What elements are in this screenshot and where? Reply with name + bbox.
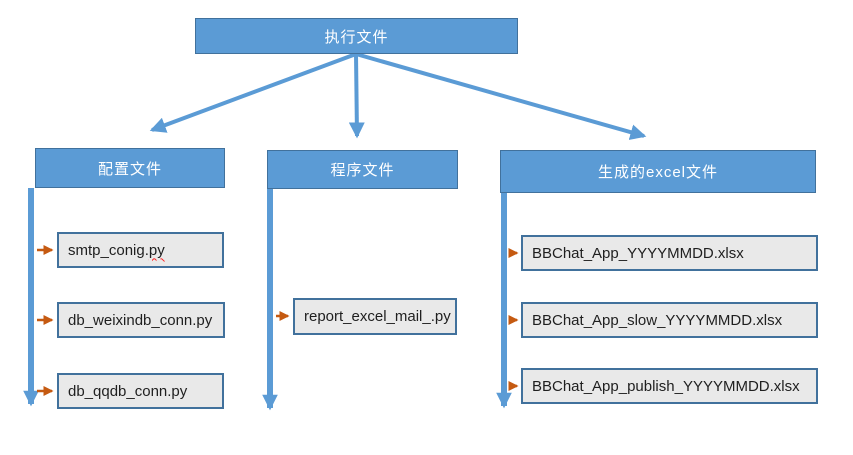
leaf-bbchat-app: BBChat_App_YYYYMMDD.xlsx [521, 235, 818, 271]
node-branch-generated-excel-files: 生成的excel文件 [500, 150, 816, 193]
fan-arrow-left [149, 52, 357, 133]
leaf-bbchat-app-slow: BBChat_App_slow_YYYYMMDD.xlsx [521, 302, 818, 338]
leaf-label-misspelled: py [148, 241, 165, 259]
leaf-smtp-config: smtp_conig.py [57, 232, 224, 268]
leaf-label: smtp_conig. [68, 241, 149, 259]
node-branch-program-files: 程序文件 [267, 150, 458, 189]
leaf-db-qqdb-conn: db_qqdb_conn.py [57, 373, 224, 409]
leaf-db-weixindb-conn: db_weixindb_conn.py [57, 302, 225, 338]
fan-arrow-right [355, 52, 647, 140]
node-branch-config-files: 配置文件 [35, 148, 225, 188]
leaf-report-excel-mail: report_excel_mail_.py [293, 298, 457, 335]
node-root-executable-file: 执行文件 [195, 18, 518, 54]
leaf-bbchat-app-publish: BBChat_App_publish_YYYYMMDD.xlsx [521, 368, 818, 404]
fan-arrow-middle [348, 53, 365, 139]
